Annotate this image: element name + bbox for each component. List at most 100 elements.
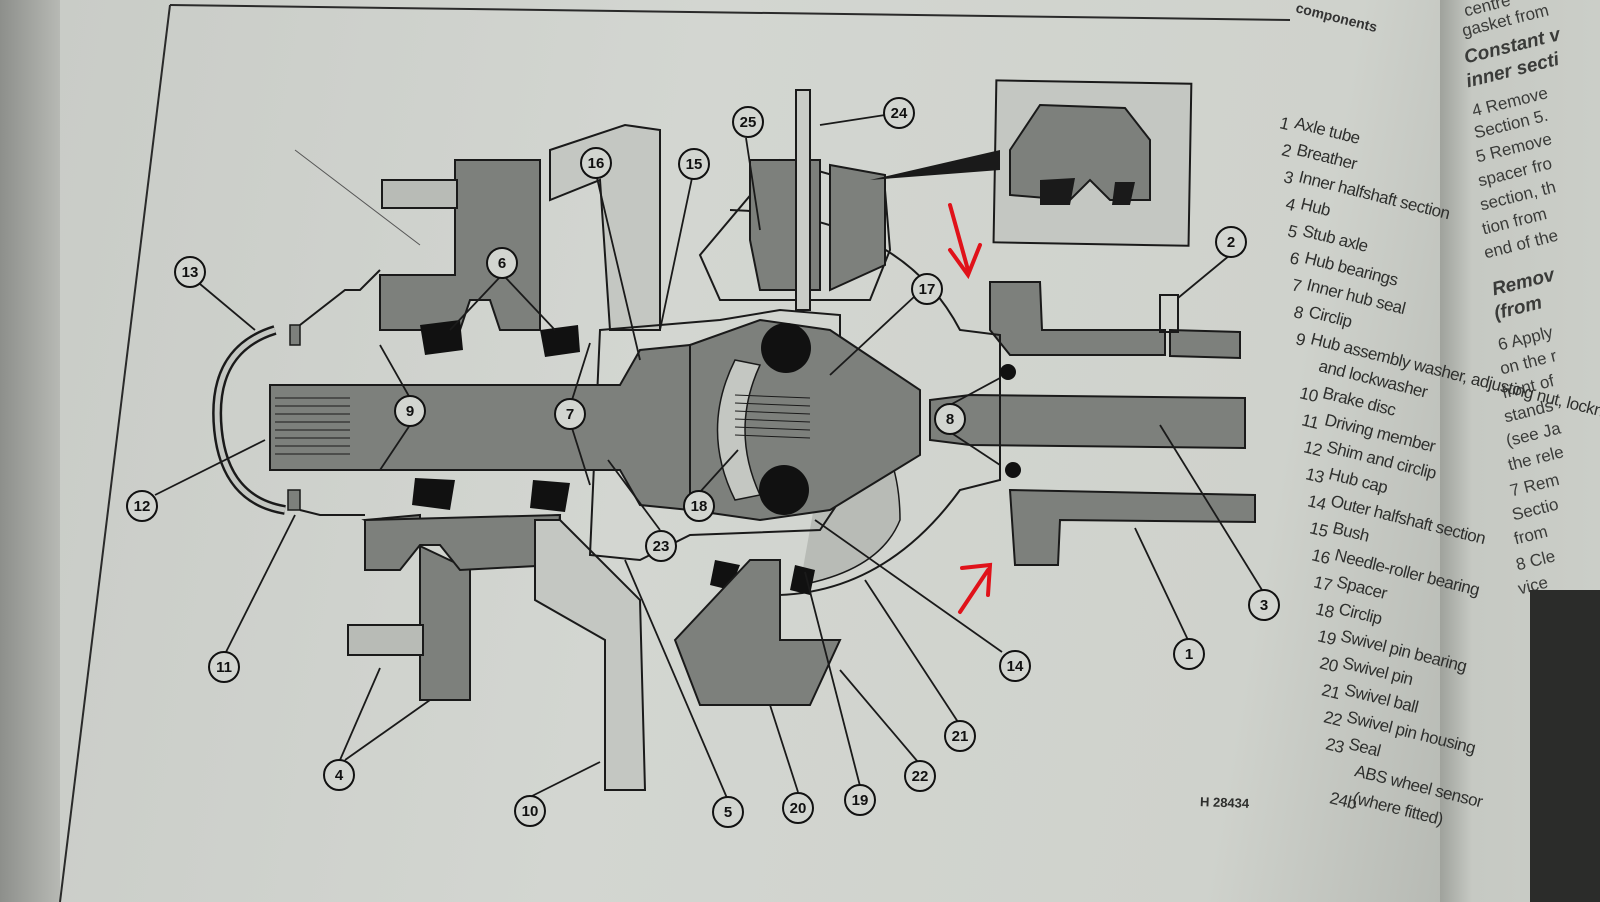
red-annotation-arrow-upper <box>948 203 982 280</box>
legend-item: 7 <box>1289 275 1304 296</box>
red-annotation-arrow-lower <box>958 562 993 614</box>
parts-legend: 1 Axle tube 2 Breather 3 Inner halfshaft… <box>1275 105 1600 865</box>
svg-text:12: 12 <box>134 498 151 515</box>
inset-pointer <box>870 150 1000 180</box>
svg-text:18: 18 <box>691 498 708 515</box>
legend-item: 20 <box>1317 653 1340 677</box>
hub-cap-inner <box>214 327 286 513</box>
legend-item: 4 <box>1283 194 1298 215</box>
circlip-upper <box>1000 364 1016 380</box>
legend-item: 2 <box>1279 140 1294 161</box>
brake-disc-upper <box>549 123 661 331</box>
callout-24: 24 <box>883 97 915 129</box>
svg-text:23: 23 <box>653 538 670 555</box>
figure-border-left <box>59 4 171 902</box>
hub-bearing-upper-left <box>420 320 463 355</box>
hub-bearing-lower-right <box>530 480 570 512</box>
inset-housing-part <box>1009 103 1151 202</box>
cv-ball-lower <box>759 465 809 515</box>
leader-lines <box>154 114 1263 799</box>
callout-19: 19 <box>844 784 876 816</box>
legend-item: 15 <box>1307 518 1330 542</box>
callout-11: 11 <box>208 651 240 683</box>
svg-text:16: 16 <box>588 155 605 172</box>
callout-1: 1 <box>1173 638 1205 670</box>
hub-outer-line <box>299 269 381 516</box>
figure-border-top <box>169 4 1291 21</box>
legend-item: 17 <box>1311 572 1334 596</box>
figure-code: H 28434 <box>1199 794 1250 811</box>
svg-text:5: 5 <box>724 804 732 821</box>
svg-text:14: 14 <box>1007 658 1024 675</box>
callout-6: 6 <box>486 247 518 279</box>
abs-sensor-rod <box>795 89 811 311</box>
wheel-stud-lower <box>347 624 424 656</box>
svg-text:3: 3 <box>1260 597 1268 614</box>
swivel-bearing-right <box>790 565 815 595</box>
callout-16: 16 <box>580 147 612 179</box>
axle-tube-upper <box>989 281 1166 356</box>
legend-item: 5 <box>1285 221 1300 242</box>
callout-5: 5 <box>712 796 744 828</box>
svg-text:7: 7 <box>566 406 574 423</box>
legend-item: 16 <box>1309 545 1332 569</box>
hub-lower-body <box>364 513 562 572</box>
axle-tube-upper-end <box>1169 328 1241 360</box>
upper-swivel-pin-right <box>829 163 886 292</box>
axle-tube-lower <box>1008 488 1256 566</box>
wheel-stud-upper <box>381 179 458 209</box>
cv-joint-cage <box>716 359 762 501</box>
lower-swivel-pin <box>673 559 842 706</box>
callout-18: 18 <box>683 490 715 522</box>
right-page-photo <box>1530 590 1600 902</box>
svg-text:9: 9 <box>406 403 414 420</box>
shaft-splines-inner <box>734 394 811 439</box>
svg-text:8: 8 <box>946 411 954 428</box>
svg-text:20: 20 <box>790 800 807 817</box>
svg-text:24: 24 <box>891 105 908 122</box>
svg-text:13: 13 <box>182 264 199 281</box>
svg-text:19: 19 <box>852 792 869 809</box>
svg-text:21: 21 <box>952 728 969 745</box>
legend-item: 22 <box>1321 707 1344 731</box>
callout-10: 10 <box>514 795 546 827</box>
svg-text:11: 11 <box>216 659 232 676</box>
inset-seal-left <box>1040 178 1075 205</box>
hub-upper <box>379 159 541 331</box>
callout-13: 13 <box>174 256 206 288</box>
svg-text:22: 22 <box>912 768 929 785</box>
callout-22: 22 <box>904 760 936 792</box>
shaft-splines-left <box>275 397 350 455</box>
callout-17: 17 <box>911 273 943 305</box>
legend-item: 6 <box>1287 248 1302 269</box>
svg-text:17: 17 <box>919 281 936 298</box>
callout-23: 23 <box>645 530 677 562</box>
legend-item: 8 <box>1291 302 1306 323</box>
callout-25: 25 <box>732 106 764 138</box>
legend-item: 1 <box>1277 113 1292 134</box>
callout-markers: 1 2 3 4 5 6 7 8 9 10 11 12 13 14 15 16 1… <box>126 97 1280 828</box>
circlip-lower <box>1005 462 1021 478</box>
hub-bearing-upper-right <box>540 325 580 357</box>
legend-item-label: Hub <box>1298 194 1333 220</box>
legend-item-label: Bush <box>1330 518 1372 546</box>
legend-item-label: Seal <box>1346 734 1383 761</box>
svg-text:15: 15 <box>686 156 703 173</box>
callout-12: 12 <box>126 490 158 522</box>
legend-item: 19 <box>1315 626 1338 650</box>
legend-item: 11 <box>1299 410 1321 433</box>
legend-item-label: Circlip <box>1306 302 1354 332</box>
svg-text:4: 4 <box>335 767 344 784</box>
pencil-mark <box>294 149 421 246</box>
inner-halfshaft <box>929 393 1246 450</box>
callout-7: 7 <box>554 398 586 430</box>
callout-21: 21 <box>944 720 976 752</box>
legend-item: 9 <box>1293 329 1308 350</box>
svg-text:2: 2 <box>1227 234 1235 251</box>
callout-9: 9 <box>394 395 426 427</box>
svg-text:10: 10 <box>522 803 539 820</box>
legend-item: 18 <box>1313 599 1336 623</box>
hub-bearing-lower-left <box>412 478 455 510</box>
legend-item: 3 <box>1281 167 1296 188</box>
